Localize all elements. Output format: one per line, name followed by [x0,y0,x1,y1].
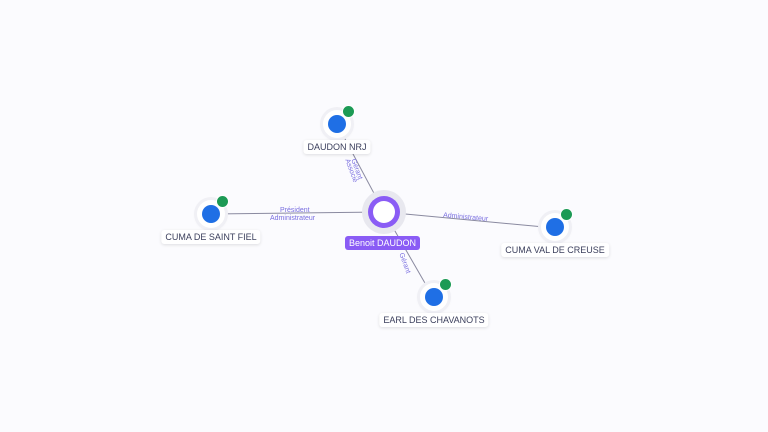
edge-earl-chavanots [383,211,434,298]
building-icon [425,288,443,306]
node-label[interactable]: CUMA DE SAINT FIEL [161,230,261,244]
company-node-cuma-saint-fiel[interactable] [197,195,229,228]
verified-check-icon [560,208,573,221]
company-node-earl-chavanots[interactable] [420,278,452,311]
edge-role-label: Administrateur [270,215,316,222]
verified-check-icon [216,195,229,208]
company-node-daudon-nrj[interactable] [323,105,355,138]
edge-role-label: Président [280,207,310,214]
building-icon [328,115,346,133]
person-label[interactable]: Benoit DAUDON [345,236,421,250]
node-label[interactable]: EARL DES CHAVANOTS [379,313,489,327]
person-node[interactable] [368,196,400,228]
node-label[interactable]: CUMA VAL DE CREUSE [501,243,609,257]
edge-cuma-val-de-creuse [383,211,556,229]
node-label[interactable]: DAUDON NRJ [303,140,371,154]
verified-check-icon [439,278,452,291]
edge-cuma-saint-fiel [211,211,385,215]
building-icon [202,205,220,223]
building-icon [546,218,564,236]
company-node-cuma-val-de-creuse[interactable] [541,208,573,241]
person-icon [373,201,395,223]
verified-check-icon [342,105,355,118]
